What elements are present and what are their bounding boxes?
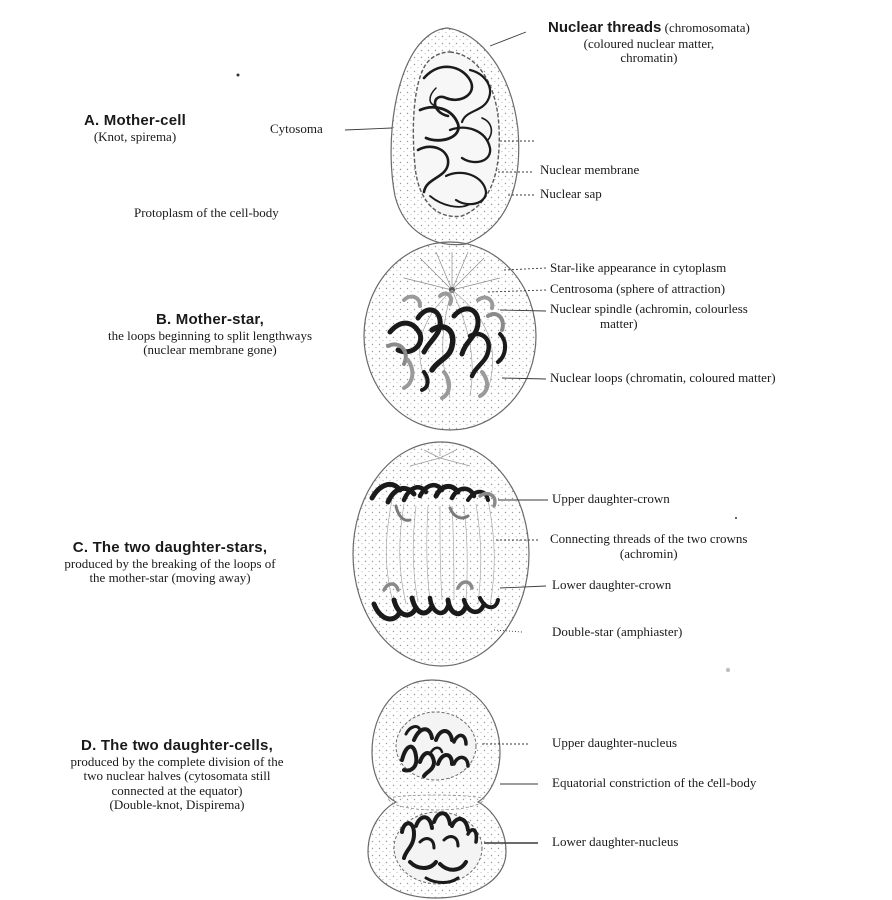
- protoplasm-label: Protoplasm of the cell-body: [134, 205, 279, 221]
- cell-d-daughter-cells: [368, 680, 506, 898]
- nuclear-threads-line-2: (coloured nuclear matter,: [548, 37, 750, 52]
- cell-c-outline: [353, 442, 529, 666]
- annotation-upper-nucleus: Upper daughter-nucleus: [552, 736, 677, 751]
- annotation-nuclear-threads: Nuclear threads (chromosomata) (coloured…: [548, 20, 750, 66]
- annotation-lower-nucleus: Lower daughter-nucleus: [552, 835, 678, 850]
- annotation-upper-crown: Upper daughter-crown: [552, 492, 670, 507]
- speck-1: [237, 74, 240, 77]
- cell-a-mother-cell: [391, 28, 519, 245]
- nuclear-threads-line-3: chromatin): [548, 51, 750, 66]
- stage-d-title: D. The two daughter-cells,: [12, 738, 342, 755]
- annotation-star-like: Star-like appearance in cytoplasm: [550, 261, 726, 276]
- stage-a-label: A. Mother-cell (Knot, spirema): [40, 113, 230, 144]
- cytosoma-label: Cytosoma: [270, 121, 323, 137]
- annotation-equatorial: Equatorial constriction of the cell-body: [552, 776, 756, 791]
- speck-4: [735, 517, 737, 519]
- annotation-connecting: Connecting threads of the two crowns (ac…: [550, 532, 747, 561]
- nuclear-threads-bold: Nuclear threads: [548, 19, 661, 36]
- stage-b-title: B. Mother-star,: [60, 312, 360, 329]
- annotation-centrosoma: Centrosoma (sphere of attraction): [550, 282, 725, 297]
- stage-d-subtitle-1: produced by the complete division of the: [12, 755, 342, 770]
- connecting-line-2: (achromin): [550, 547, 747, 562]
- stage-c-subtitle-2: the mother-star (moving away): [0, 571, 340, 586]
- spindle-line-1: Nuclear spindle (achromin, colourless: [550, 302, 748, 317]
- stage-b-subtitle-1: the loops beginning to split lengthways: [60, 329, 360, 344]
- annotation-spindle: Nuclear spindle (achromin, colourless ma…: [550, 302, 748, 331]
- nuclear-threads-rest: (chromosomata): [665, 20, 750, 35]
- stage-b-subtitle-2: (nuclear membrane gone): [60, 343, 360, 358]
- annotation-double-star: Double-star (amphiaster): [552, 625, 682, 640]
- stage-a-title: A. Mother-cell: [40, 113, 230, 130]
- stage-d-subtitle-2: two nuclear halves (cytosomata still: [12, 769, 342, 784]
- annotation-nuclear-loops: Nuclear loops (chromatin, coloured matte…: [550, 371, 776, 386]
- stage-c-title: C. The two daughter-stars,: [0, 540, 340, 557]
- stage-a-subtitle: (Knot, spirema): [40, 130, 230, 145]
- speck-2: [726, 668, 730, 672]
- stage-c-label: C. The two daughter-stars, produced by t…: [0, 540, 340, 586]
- annotation-lower-crown: Lower daughter-crown: [552, 578, 671, 593]
- stage-b-label: B. Mother-star, the loops beginning to s…: [60, 312, 360, 358]
- annotation-nuclear-membrane: Nuclear membrane: [540, 163, 639, 178]
- cell-c-daughter-stars: [353, 442, 529, 666]
- annotation-nuclear-sap: Nuclear sap: [540, 187, 602, 202]
- stage-d-subtitle-4: (Double-knot, Dispirema): [12, 798, 342, 813]
- stage-d-subtitle-3: connected at the equator): [12, 784, 342, 799]
- connecting-line-1: Connecting threads of the two crowns: [550, 532, 747, 547]
- stage-d-label: D. The two daughter-cells, produced by t…: [12, 738, 342, 813]
- spindle-line-2: matter): [550, 317, 748, 332]
- cell-b-mother-star: [364, 242, 536, 430]
- stage-c-subtitle-1: produced by the breaking of the loops of: [0, 557, 340, 572]
